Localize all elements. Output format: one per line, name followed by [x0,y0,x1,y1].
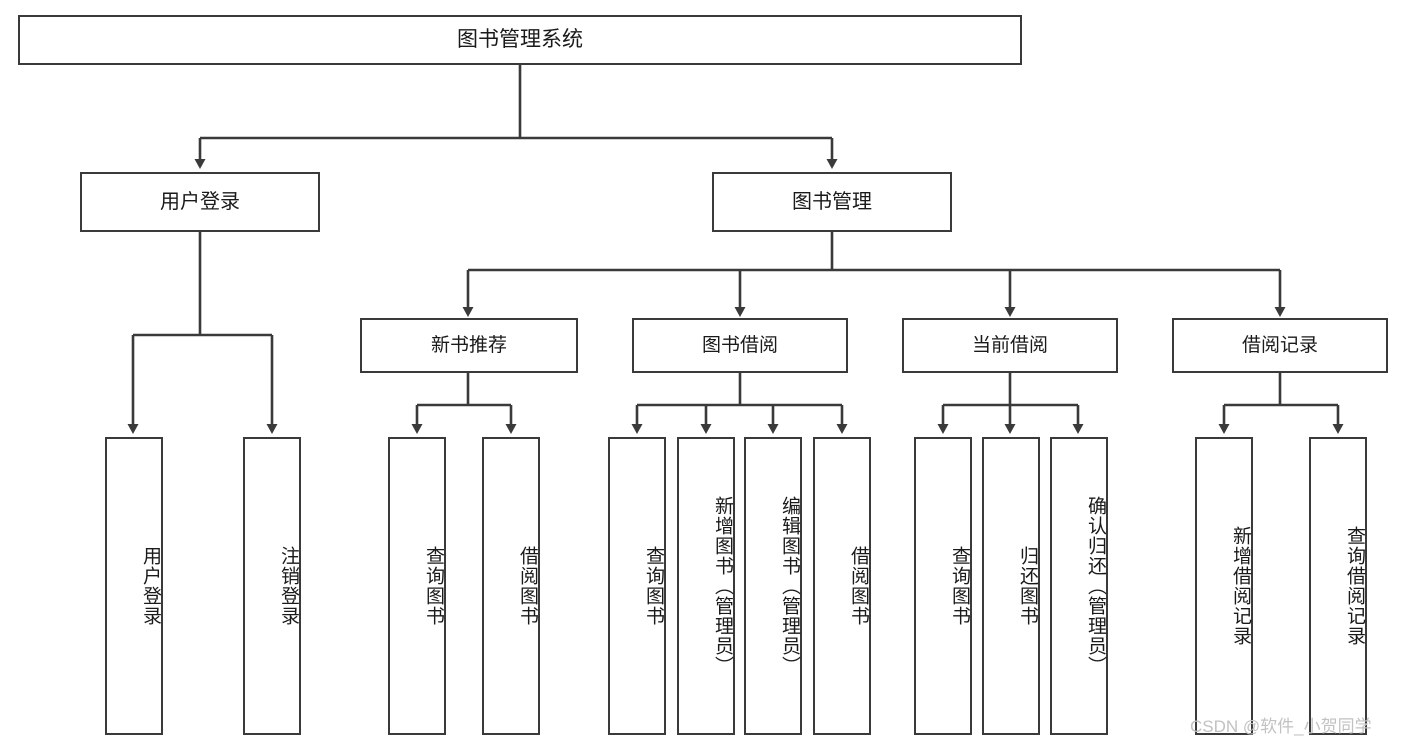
node-leaf-add-borrow-record[interactable]: 新增借阅记录 [1195,437,1253,735]
csdn-watermark: CSDN @软件_小贺同学 [1190,717,1372,736]
node-leaf-confirm-return[interactable]: 确认归还（管理员） [1050,437,1108,735]
node-book-borrow[interactable]: 图书借阅 [632,318,848,373]
node-leaf-borrow-book-recommend[interactable]: 借阅图书 [482,437,540,735]
node-label: 查询图书 [643,546,664,626]
node-leaf-return-book[interactable]: 归还图书 [982,437,1040,735]
node-leaf-query-borrow-record[interactable]: 查询借阅记录 [1309,437,1367,735]
node-label: 用户登录 [160,190,240,213]
node-label: 归还图书 [1017,546,1038,626]
node-leaf-borrow-book[interactable]: 借阅图书 [813,437,871,735]
node-label: 图书借阅 [701,334,778,356]
node-leaf-query-book-borrow[interactable]: 查询图书 [608,437,666,735]
node-leaf-edit-book[interactable]: 编辑图书（管理员） [744,437,802,735]
node-borrow-record[interactable]: 借阅记录 [1172,318,1388,373]
node-current-borrow[interactable]: 当前借阅 [902,318,1118,373]
node-label: 新增借阅记录 [1230,526,1251,646]
node-leaf-query-book-recommend[interactable]: 查询图书 [388,437,446,735]
node-label: 确认归还（管理员） [1085,496,1106,676]
node-leaf-logout[interactable]: 注销登录 [243,437,301,735]
node-leaf-user-login[interactable]: 用户登录 [105,437,163,735]
node-label: 当前借阅 [971,334,1048,356]
node-label: 图书管理系统 [457,28,583,52]
node-book-manage[interactable]: 图书管理 [712,172,952,232]
node-label: 借阅图书 [848,546,869,626]
node-label: 注销登录 [278,546,299,626]
node-label: 图书管理 [792,190,872,213]
node-user-login[interactable]: 用户登录 [80,172,320,232]
node-book-management-system[interactable]: 图书管理系统 [18,15,1022,65]
node-label: 编辑图书（管理员） [779,496,800,676]
node-leaf-add-book[interactable]: 新增图书（管理员） [677,437,735,735]
node-label: 查询图书 [949,546,970,626]
node-label: 新书推荐 [430,334,507,356]
node-label: 借阅记录 [1241,334,1318,356]
node-leaf-query-book-current[interactable]: 查询图书 [914,437,972,735]
node-label: 用户登录 [140,546,161,626]
node-label: 借阅图书 [517,546,538,626]
node-new-book-recommend[interactable]: 新书推荐 [360,318,578,373]
node-label: 新增图书（管理员） [712,496,733,676]
node-label: 查询借阅记录 [1344,526,1365,646]
node-label: 查询图书 [423,546,444,626]
